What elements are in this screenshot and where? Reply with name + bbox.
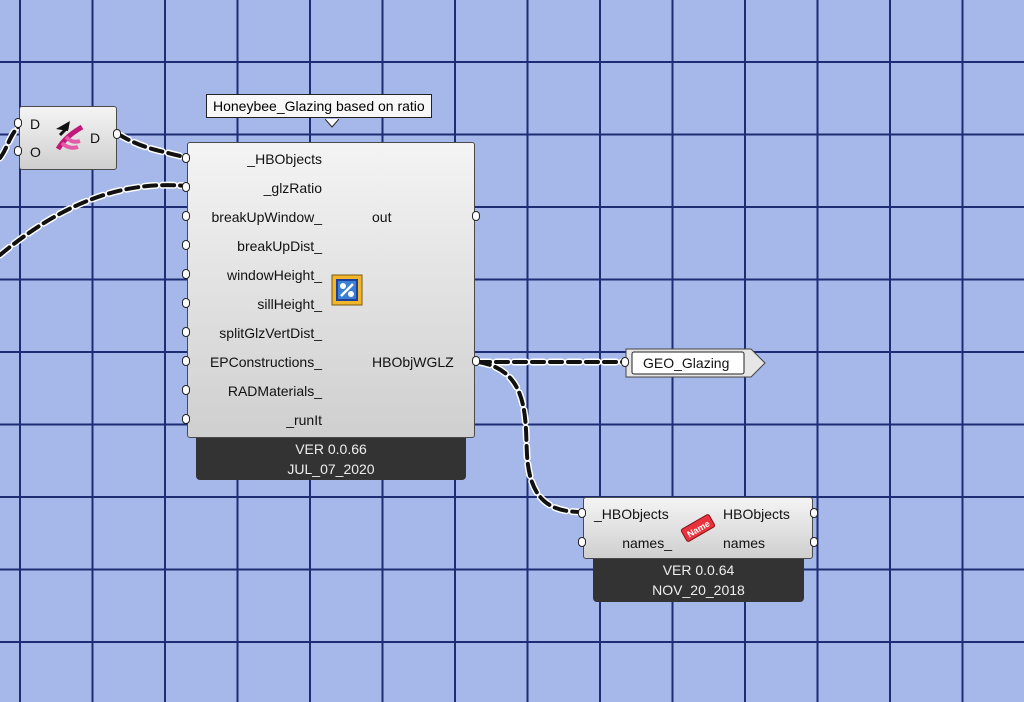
- wire-hbobj-to-naming: [476, 360, 585, 514]
- glazing-input-grip-breakupwindow[interactable]: [182, 211, 190, 221]
- component-tooltip: Honeybee_Glazing based on ratio: [206, 94, 432, 128]
- input-glzratio-label: _glzRatio: [263, 180, 322, 196]
- naming-output-names-label: names: [723, 535, 766, 551]
- geo-glazing-label: GEO_Glazing: [643, 355, 730, 371]
- glazing-date: JUL_07_2020: [287, 461, 375, 477]
- tooltip-pointer: [325, 119, 339, 128]
- naming-input-names-label: names_: [622, 535, 672, 551]
- glazing-input-grip-hbobjects[interactable]: [182, 153, 190, 163]
- naming-input-grip-hbobjects[interactable]: [578, 508, 586, 518]
- name-tag-icon: Name: [680, 512, 716, 544]
- dam-input-grip-o[interactable]: [14, 146, 22, 156]
- dam-output-d-label: D: [90, 130, 101, 146]
- naming-output-hbobjects-label: HBObjects: [723, 506, 790, 522]
- glazing-input-grip-glzratio[interactable]: [182, 182, 190, 192]
- dam-input-d-label: D: [30, 116, 41, 132]
- naming-output-grip-hbobjects[interactable]: [810, 508, 818, 518]
- percent-window-icon: [331, 274, 363, 306]
- input-windowheight-label: windowHeight_: [227, 267, 322, 283]
- input-epconstructions-label: EPConstructions_: [209, 354, 322, 370]
- input-splitglzvertdist-label: splitGlzVertDist_: [219, 325, 322, 341]
- data-dam-icon: [52, 119, 86, 155]
- naming-input-hbobjects-label: _HBObjects: [594, 506, 669, 522]
- geo-input-grip[interactable]: [621, 357, 629, 367]
- output-out-label: out: [372, 209, 392, 225]
- naming-component[interactable]: _HBObjects names_ HBObjects names Name: [583, 497, 813, 559]
- wire-to-glzratio: [0, 183, 189, 257]
- output-hbobjwglz-label: HBObjWGLZ: [372, 354, 454, 370]
- glazing-input-grip-sillheight[interactable]: [182, 298, 190, 308]
- naming-version: VER 0.0.64: [662, 562, 735, 578]
- input-breakupwindow-label: breakUpWindow_: [211, 209, 323, 225]
- glazing-version-footer: VER 0.0.66 JUL_07_2020: [196, 438, 466, 480]
- naming-version-footer: VER 0.0.64 NOV_20_2018: [593, 559, 804, 602]
- glazing-output-grip-hbobjwglz[interactable]: [472, 356, 480, 366]
- naming-output-grip-names[interactable]: [810, 537, 818, 547]
- data-dam-component[interactable]: D O D: [19, 106, 117, 170]
- glazing-input-grip-epconstructions[interactable]: [182, 356, 190, 366]
- dam-input-grip-d[interactable]: [14, 118, 22, 128]
- glazing-input-grip-breakupdist[interactable]: [182, 240, 190, 250]
- input-hbobjects-label: _HBObjects: [247, 151, 322, 167]
- geo-glazing-param[interactable]: GEO_Glazing: [625, 348, 767, 378]
- glazing-input-grip-runit[interactable]: [182, 414, 190, 424]
- input-breakupdist-label: breakUpDist_: [237, 238, 322, 254]
- glazing-input-grip-splitglzvertdist[interactable]: [182, 327, 190, 337]
- glazing-version: VER 0.0.66: [295, 441, 367, 457]
- naming-input-grip-names[interactable]: [578, 537, 586, 547]
- geo-param-shape: [625, 348, 766, 378]
- glazing-output-grip-out[interactable]: [472, 211, 480, 221]
- naming-date: NOV_20_2018: [652, 582, 745, 598]
- tooltip-text: Honeybee_Glazing based on ratio: [213, 98, 425, 114]
- glazing-input-grip-radmaterials[interactable]: [182, 385, 190, 395]
- input-radmaterials-label: RADMaterials_: [227, 383, 322, 399]
- input-runit-label: _runIt: [286, 412, 322, 428]
- wire-dam-to-hbobjects: [116, 132, 189, 160]
- dam-input-o-label: O: [30, 144, 41, 160]
- dam-output-grip-d[interactable]: [113, 129, 121, 139]
- input-sillheight-label: sillHeight_: [257, 296, 322, 312]
- glazing-component[interactable]: _HBObjects _glzRatio breakUpWindow_ brea…: [187, 142, 475, 438]
- glazing-input-grip-windowheight[interactable]: [182, 269, 190, 279]
